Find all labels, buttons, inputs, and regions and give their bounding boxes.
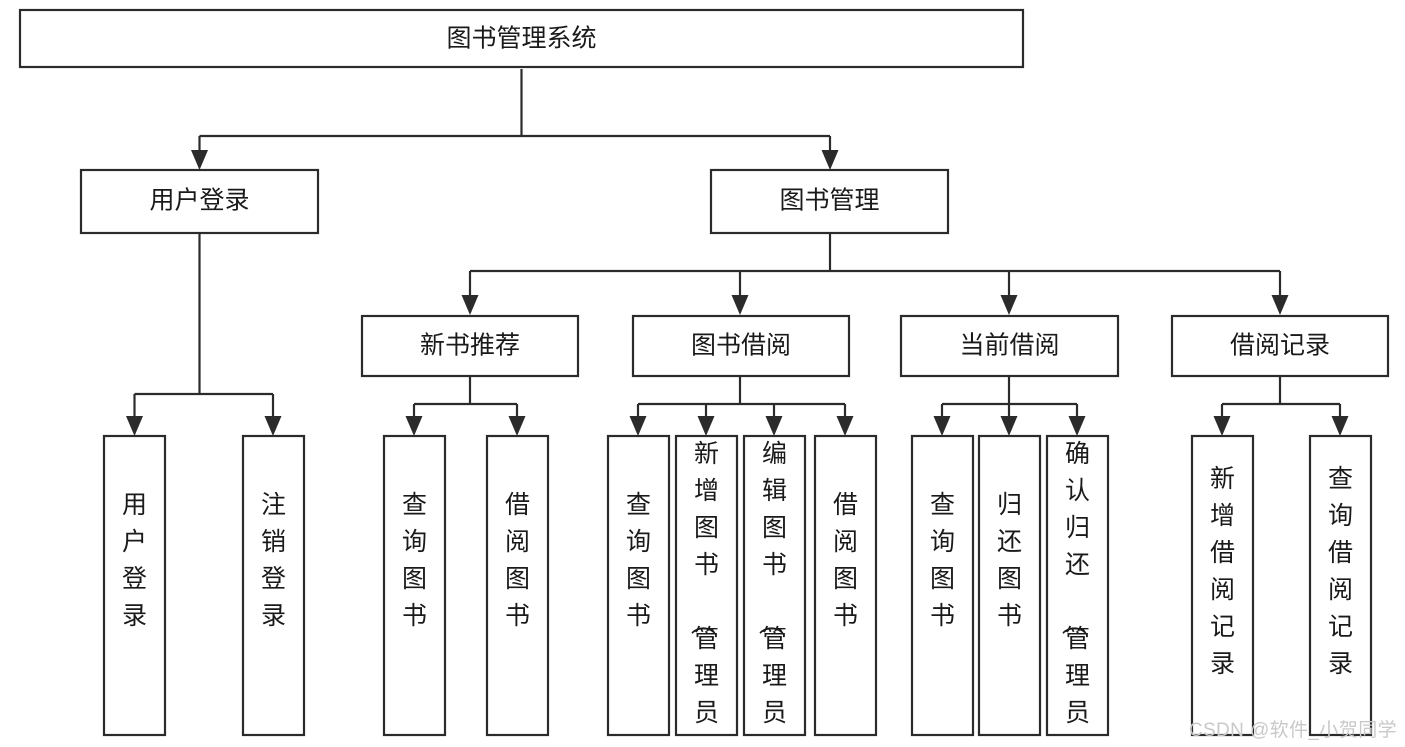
- node-leaf-add-record-box[interactable]: [1190, 434, 1255, 737]
- arrow-to-book-manage: [821, 150, 839, 170]
- arrow-to-leaf-borrow-book-1: [508, 416, 526, 436]
- node-user-login-label: 用户登录: [149, 187, 249, 215]
- node-leaf-return-book[interactable]: 归还图书: [977, 434, 1042, 737]
- node-leaf-confirm-return-box[interactable]: [1045, 434, 1110, 737]
- node-leaf-confirm-return-label: 确认归还（管理员）: [1059, 440, 1090, 747]
- node-leaf-add-book-label: 新增图书（管理员）: [688, 440, 719, 747]
- node-book-borrow[interactable]: 图书借阅: [631, 314, 851, 378]
- node-leaf-add-book[interactable]: 新增图书（管理员）: [674, 434, 739, 747]
- node-leaf-query-book-2[interactable]: 查询图书: [606, 434, 671, 737]
- node-book-borrow-box[interactable]: [631, 314, 851, 378]
- node-borrow-record-box[interactable]: [1170, 314, 1390, 378]
- node-leaf-borrow-book-2-label: 借阅图书: [833, 491, 858, 630]
- node-leaf-borrow-book-1-label: 借阅图书: [505, 491, 530, 630]
- node-leaf-edit-book-label: 编辑图书（管理员）: [756, 440, 787, 747]
- node-borrow-record-label: 借阅记录: [1230, 332, 1330, 360]
- arrow-to-borrow-record: [1271, 295, 1289, 315]
- arrow-to-book-borrow: [731, 295, 749, 315]
- node-leaf-query-book-2-box[interactable]: [606, 434, 671, 737]
- node-leaf-query-book-1-box[interactable]: [382, 434, 447, 737]
- node-leaf-user-login-label: 用户登录: [122, 491, 147, 630]
- arrow-to-new-book-rec: [461, 295, 479, 315]
- node-leaf-query-book-2-label: 查询图书: [626, 491, 651, 630]
- arrow-to-leaf-logout: [264, 416, 282, 436]
- node-leaf-borrow-book-2[interactable]: 借阅图书: [813, 434, 878, 737]
- arrow-to-leaf-query-book-2: [629, 416, 647, 436]
- node-leaf-borrow-book-1-box[interactable]: [485, 434, 550, 737]
- arrow-to-leaf-add-record: [1213, 416, 1231, 436]
- node-root[interactable]: 图书管理系统: [18, 8, 1025, 69]
- node-new-book-rec-box[interactable]: [360, 314, 580, 378]
- node-root-box[interactable]: [18, 8, 1025, 69]
- arrow-to-leaf-borrow-book-2: [836, 416, 854, 436]
- arrow-to-leaf-query-record: [1331, 416, 1349, 436]
- node-leaf-query-record-box[interactable]: [1308, 434, 1373, 737]
- arrow-to-leaf-add-book: [697, 416, 715, 436]
- node-leaf-return-book-box[interactable]: [977, 434, 1042, 737]
- edges-layer: [126, 69, 1349, 436]
- node-leaf-borrow-book-2-box[interactable]: [813, 434, 878, 737]
- arrow-to-current-borrow: [1000, 295, 1018, 315]
- node-book-manage[interactable]: 图书管理: [709, 168, 950, 235]
- node-user-login-box[interactable]: [79, 168, 320, 235]
- node-book-borrow-label: 图书借阅: [691, 332, 791, 360]
- node-leaf-query-book-3[interactable]: 查询图书: [910, 434, 975, 737]
- watermark: CSDN @软件_小贺同学: [1188, 720, 1397, 741]
- node-book-manage-label: 图书管理: [779, 187, 879, 215]
- node-leaf-edit-book-box[interactable]: [742, 434, 807, 737]
- arrow-to-leaf-confirm-return: [1068, 416, 1086, 436]
- arrow-to-leaf-user-login: [126, 416, 143, 436]
- node-current-borrow[interactable]: 当前借阅: [899, 314, 1120, 378]
- node-current-borrow-box[interactable]: [899, 314, 1120, 378]
- node-leaf-query-book-3-box[interactable]: [910, 434, 975, 737]
- node-user-login[interactable]: 用户登录: [79, 168, 320, 235]
- arrow-to-leaf-return-book: [1000, 416, 1018, 436]
- node-book-manage-box[interactable]: [709, 168, 950, 235]
- node-leaf-query-record-label: 查询借阅记录: [1328, 465, 1353, 678]
- node-leaf-query-book-3-label: 查询图书: [930, 491, 955, 630]
- arrow-to-user-login: [191, 150, 208, 170]
- node-leaf-user-login[interactable]: 用户登录: [102, 434, 167, 737]
- node-leaf-add-book-box[interactable]: [674, 434, 739, 737]
- node-borrow-record[interactable]: 借阅记录: [1170, 314, 1390, 378]
- node-leaf-query-book-1-label: 查询图书: [402, 491, 427, 630]
- node-root-label: 图书管理系统: [446, 25, 596, 53]
- node-leaf-user-login-box[interactable]: [102, 434, 167, 737]
- arrow-to-leaf-query-book-1: [405, 416, 423, 436]
- node-new-book-rec-label: 新书推荐: [420, 332, 520, 360]
- node-leaf-return-book-label: 归还图书: [997, 491, 1022, 630]
- node-leaf-query-record[interactable]: 查询借阅记录: [1308, 434, 1373, 737]
- node-leaf-confirm-return[interactable]: 确认归还（管理员）: [1045, 434, 1110, 747]
- arrow-to-leaf-edit-book: [765, 416, 783, 436]
- node-leaf-edit-book[interactable]: 编辑图书（管理员）: [742, 434, 807, 747]
- node-leaf-add-record-label: 新增借阅记录: [1210, 465, 1235, 678]
- node-leaf-logout-box[interactable]: [241, 434, 306, 737]
- node-leaf-add-record[interactable]: 新增借阅记录: [1190, 434, 1255, 737]
- node-leaf-logout-label: 注销登录: [261, 491, 286, 630]
- node-leaf-borrow-book-1[interactable]: 借阅图书: [485, 434, 550, 737]
- arrow-to-leaf-query-book-3: [933, 416, 951, 436]
- node-leaf-query-book-1[interactable]: 查询图书: [382, 434, 447, 737]
- node-current-borrow-label: 当前借阅: [959, 332, 1059, 360]
- node-new-book-rec[interactable]: 新书推荐: [360, 314, 580, 378]
- node-leaf-logout[interactable]: 注销登录: [241, 434, 306, 737]
